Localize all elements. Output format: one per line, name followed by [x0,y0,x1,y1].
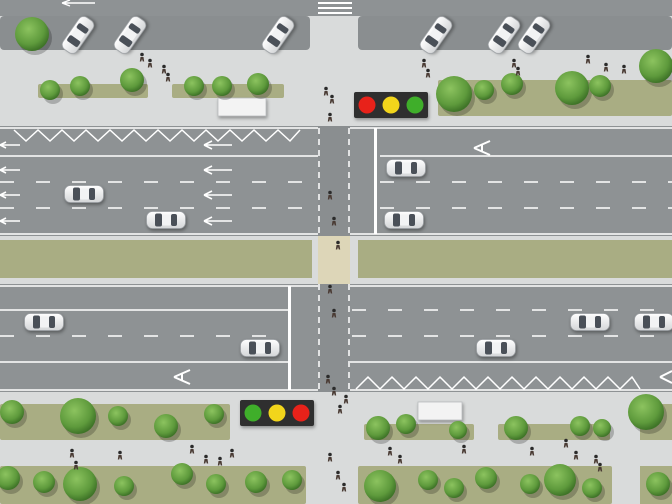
tree-icon [247,73,269,95]
zigzag-marking-bottom [355,375,641,391]
median-crosswalk [318,236,350,284]
tree-icon [204,404,224,424]
tree-icon [184,76,204,96]
tree-icon [639,49,672,83]
white-car-icon [386,159,426,177]
tree-icon [15,17,49,51]
grass-strip-top-left [38,84,148,98]
tree-icon [555,71,589,105]
white-car-icon [476,339,516,357]
tree-icon [570,416,590,436]
tree-icon [364,470,396,502]
white-car-icon [570,313,610,331]
tree-icon [60,398,96,434]
grass-strip-bottom-mid [364,424,474,440]
lane-arrow-icons [0,140,232,226]
median-grass-right [358,240,672,278]
tree-icon [0,400,24,424]
traffic-light-south-lamp-1 [244,404,262,422]
tree-icon [108,406,128,426]
tree-icon [245,471,267,493]
traffic-light-north-lamp-2 [382,96,400,114]
white-car-icon [24,313,64,331]
tree-icon [70,76,90,96]
tree-icon [593,419,611,437]
tree-icon [501,73,523,95]
tree-icon [396,414,416,434]
traffic-light-north-lamp-1 [358,96,376,114]
white-car-icon [240,339,280,357]
tree-icon [628,394,664,430]
tree-icon [475,467,497,489]
white-car-icon [384,211,424,229]
tree-icon [418,470,438,490]
tree-icon [114,476,134,496]
tree-icon [63,467,97,501]
tree-icon [444,478,464,498]
grass-strip-top-right [438,80,672,116]
tree-icon [120,68,144,92]
traffic-light-south-lamp-2 [268,404,286,422]
tree-icon [520,474,540,494]
tree-icon [33,471,55,493]
tree-icon [282,470,302,490]
tree-icon [212,76,232,96]
traffic-light-north-lamp-3 [406,96,424,114]
yield-triangle-markings [173,140,672,385]
tree-icon [504,416,528,440]
bench-bottom [417,401,463,421]
tree-icon [449,421,467,439]
tree-icon [582,478,602,498]
crosswalk-lines [318,128,350,392]
tree-icon [589,75,611,97]
tree-icon [0,466,20,490]
tree-icon [474,80,494,100]
tree-icon [171,463,193,485]
bench-top [217,97,267,117]
traffic-light-north [354,92,428,118]
zigzag-marking-top [13,128,301,143]
traffic-light-south [240,400,314,426]
tree-icon [154,414,178,438]
white-car-icon [146,211,186,229]
traffic-light-south-lamp-3 [292,404,310,422]
tree-icon [436,76,472,112]
white-car-icon [634,313,672,331]
tree-icon [40,80,60,100]
top-arrow-icon [61,0,95,7]
stop-lines [288,128,377,390]
tree-icons [0,17,672,504]
tree-icon [366,416,390,440]
tree-icon [206,474,226,494]
median-grass-left [0,240,312,278]
tree-icon [544,464,576,496]
tree-icon [646,472,670,496]
white-car-icon [64,185,104,203]
